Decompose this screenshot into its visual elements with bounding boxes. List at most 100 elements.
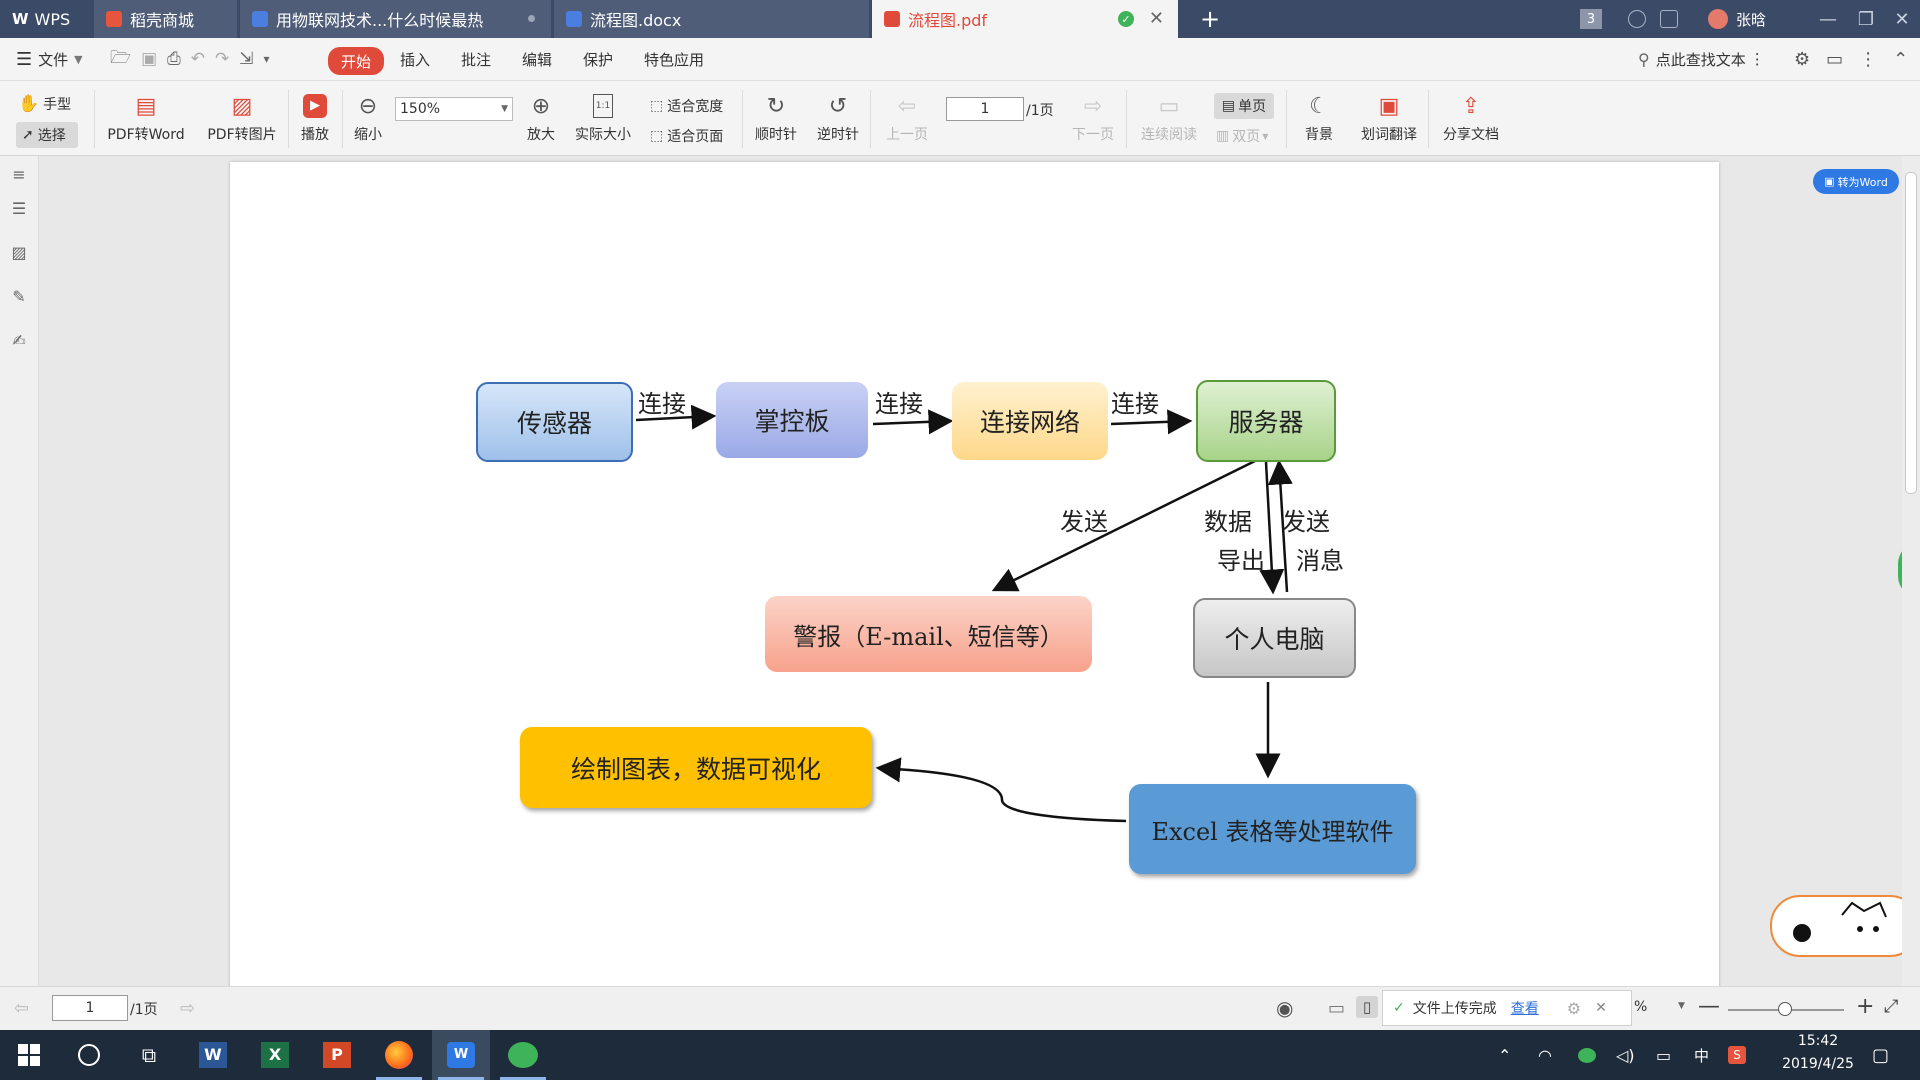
menu-start[interactable]: 开始 — [328, 47, 385, 75]
annotation-icon[interactable]: ✎ — [12, 286, 26, 306]
file-menu[interactable]: ☰ 文件 ▼ — [16, 48, 83, 70]
volume-icon[interactable]: ◁) — [1616, 1045, 1635, 1065]
ime-mascot-sticker[interactable] — [1770, 895, 1920, 957]
share-button[interactable]: ⇪ 分享文档 — [1443, 93, 1499, 144]
powerpoint-app-icon[interactable]: P — [308, 1030, 366, 1080]
vertical-scrollbar[interactable] — [1902, 156, 1920, 986]
export-icon[interactable]: ⇲ — [239, 49, 254, 69]
status-prev-page-icon[interactable]: ⇦ — [14, 998, 30, 1019]
single-view-icon[interactable]: ▯ — [1356, 996, 1378, 1018]
fit-page-button[interactable]: ⬚ 适合页面 — [650, 128, 724, 145]
menu-annotate[interactable]: 批注 — [461, 50, 492, 69]
single-page-button[interactable]: ▤ 单页 — [1214, 93, 1274, 119]
fit-width-button[interactable]: ⬚ 适合宽度 — [650, 98, 724, 115]
firefox-app-icon[interactable] — [370, 1030, 428, 1080]
close-tab-icon[interactable]: ✕ — [1148, 8, 1164, 29]
user-name[interactable]: 张晗 — [1736, 10, 1767, 29]
wps-app-icon[interactable]: W — [432, 1030, 490, 1080]
rotate-ccw-button[interactable]: ↺ 逆时针 — [817, 93, 859, 144]
pdf-to-image-button[interactable]: ▨ PDF转图片 — [207, 93, 277, 144]
find-text[interactable]: ⚲ 点此查找文本 ⋮ — [1638, 49, 1765, 69]
cortana-search-icon[interactable] — [60, 1030, 118, 1080]
actual-size-button[interactable]: 1:1 实际大小 — [570, 92, 636, 144]
save-icon[interactable]: ▣ — [141, 49, 158, 69]
minimize-icon[interactable]: — — [1819, 8, 1837, 30]
open-folder-icon[interactable]: 🗁 — [110, 47, 132, 68]
menu-edit[interactable]: 编辑 — [522, 50, 553, 69]
prev-page-button[interactable]: ⇦ 上一页 — [886, 93, 928, 144]
close-window-icon[interactable]: ✕ — [1894, 8, 1910, 30]
scrollbar-thumb[interactable] — [1905, 172, 1917, 494]
wechat-tray-icon[interactable] — [1578, 1030, 1596, 1080]
sogou-ime-icon[interactable]: S — [1728, 1030, 1746, 1080]
task-view-icon[interactable]: ⧉ — [141, 1043, 157, 1067]
status-zoom-out-icon[interactable]: — — [1698, 994, 1720, 1019]
ime-indicator[interactable]: 中 — [1694, 1046, 1710, 1065]
continuous-read-button[interactable]: ▭ 连续阅读 — [1141, 93, 1197, 144]
restore-icon[interactable]: ❐ — [1857, 8, 1875, 30]
collapse-ribbon-icon[interactable]: ⌃ — [1893, 48, 1909, 70]
rotate-cw-button[interactable]: ↻ 顺时针 — [755, 93, 797, 144]
gear-icon[interactable]: ⚙ — [1794, 48, 1811, 70]
clock-date[interactable]: 2019/4/25 — [1782, 1056, 1854, 1072]
menu-protect[interactable]: 保护 — [583, 50, 614, 69]
status-zoom-in-icon[interactable]: + — [1856, 994, 1875, 1019]
select-tool[interactable]: ➚ 选择 — [16, 122, 78, 148]
gear-icon[interactable]: ⚙ — [1566, 998, 1582, 1018]
zoom-slider-thumb[interactable] — [1778, 1002, 1792, 1016]
clock-time[interactable]: 15:42 — [1797, 1033, 1839, 1049]
status-page-input[interactable]: 1 — [52, 995, 128, 1021]
view-link[interactable]: 查看 — [1510, 1001, 1539, 1017]
pdf-to-word-button[interactable]: ▤ PDF转Word — [107, 93, 185, 144]
avatar[interactable] — [1708, 9, 1728, 29]
zoom-out-button[interactable]: ⊖ 缩小 — [354, 93, 382, 144]
hand-tool[interactable]: ✋ 手型 — [18, 94, 72, 114]
skin-icon[interactable] — [1660, 10, 1678, 28]
sync-icon[interactable] — [1628, 10, 1646, 28]
undo-icon[interactable]: ↶ — [190, 49, 206, 69]
tab-iot-doc[interactable]: 用物联网技术...什么时候最热 — [240, 0, 552, 38]
menu-insert[interactable]: 插入 — [400, 50, 431, 69]
zoom-in-button[interactable]: ⊕ 放大 — [527, 93, 555, 144]
collapse-panel-icon[interactable]: ≡ — [12, 164, 26, 184]
new-tab-plus-icon[interactable]: + — [1199, 5, 1221, 33]
tab-flowchart-pdf[interactable]: 流程图.pdf ✓ ✕ — [872, 0, 1178, 38]
translate-button[interactable]: ▣ 划词翻译 — [1361, 93, 1417, 144]
double-page-button[interactable]: ▥ 双页 ▼ — [1216, 128, 1269, 145]
background-button[interactable]: ☾ 背景 — [1305, 93, 1333, 144]
tab-daoke-store[interactable]: 稻壳商城 — [94, 0, 238, 38]
fullscreen-icon[interactable]: ⤢ — [1884, 996, 1899, 1017]
zoom-chevron-icon[interactable]: ▼ — [1678, 1001, 1685, 1011]
zoom-select[interactable]: 150% ▼ — [395, 97, 513, 121]
customize-chevron-icon[interactable]: ▾ — [263, 52, 270, 66]
word-app-icon[interactable]: W — [184, 1030, 242, 1080]
windows-start-icon[interactable] — [0, 1030, 58, 1080]
signature-icon[interactable]: ✍ — [12, 330, 26, 350]
wps-home-tab[interactable]: W WPS — [0, 0, 92, 38]
window-count-badge[interactable]: 3 — [1580, 9, 1602, 29]
wifi-icon[interactable]: ◠ — [1538, 1045, 1552, 1065]
tab-flowchart-docx[interactable]: 流程图.docx — [554, 0, 870, 38]
next-page-button[interactable]: ⇨ 下一页 — [1072, 93, 1114, 144]
comment-icon[interactable]: ▭ — [1826, 48, 1844, 70]
excel-app-icon[interactable]: X — [246, 1030, 304, 1080]
menu-special[interactable]: 特色应用 — [644, 50, 705, 69]
status-next-page-icon[interactable]: ⇨ — [180, 998, 196, 1019]
arrow-right-icon: ⇨ — [1083, 93, 1103, 119]
close-toast-icon[interactable]: ✕ — [1595, 1000, 1607, 1016]
print-icon[interactable]: ⎙ — [167, 49, 181, 69]
tray-expand-icon[interactable]: ⌃ — [1498, 1045, 1512, 1065]
notification-center-icon[interactable]: ▢ — [1872, 1044, 1890, 1066]
eye-protection-icon[interactable]: ◉ — [1276, 996, 1294, 1020]
redo-icon[interactable]: ↷ — [215, 49, 230, 69]
battery-icon[interactable]: ▭ — [1656, 1045, 1672, 1065]
thumbnail-icon[interactable]: ▨ — [11, 242, 27, 262]
convert-to-word-badge[interactable]: ▣ 转为Word — [1813, 169, 1899, 194]
more-icon[interactable]: ⋮ — [1859, 48, 1878, 70]
wechat-app-icon[interactable] — [494, 1030, 552, 1080]
continuous-view-icon[interactable]: ▭ — [1328, 998, 1346, 1019]
play-button[interactable]: ▶ 播放 — [294, 92, 336, 144]
zoom-slider[interactable] — [1728, 1002, 1844, 1016]
outline-icon[interactable]: ☰ — [11, 198, 27, 218]
page-number-input[interactable]: 1 — [946, 97, 1024, 121]
